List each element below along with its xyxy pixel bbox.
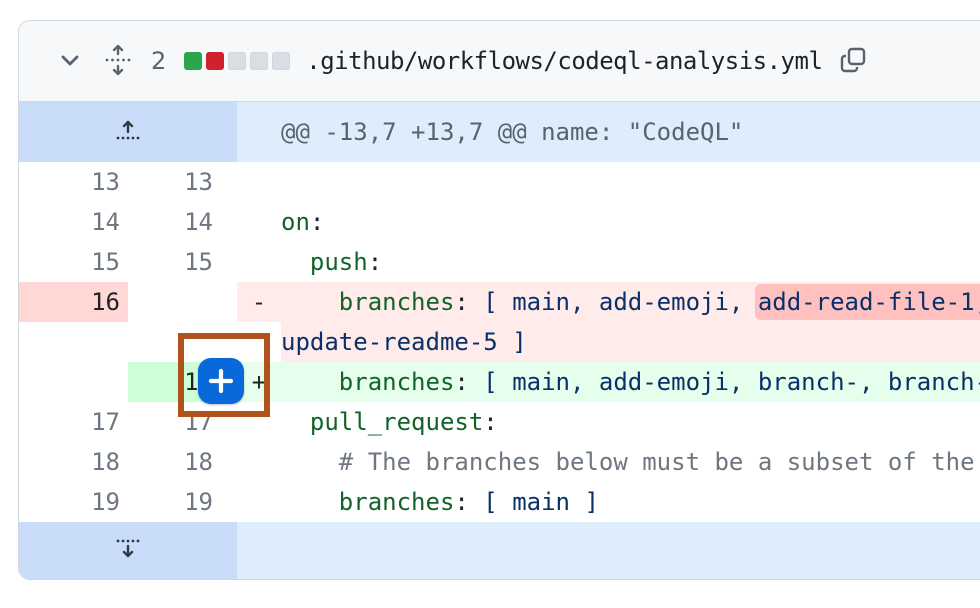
diffstat-square-neutral — [250, 52, 269, 70]
hunk-header-text: @@ -13,7 +13,7 @@ name: "CodeQL" — [237, 102, 980, 162]
unfold-icon — [104, 44, 132, 79]
code-line: # The branches below must be a subset of… — [281, 442, 980, 482]
new-line-number[interactable]: 19 — [184, 488, 213, 516]
old-line-number[interactable]: 15 — [91, 248, 120, 276]
code-cell: push: — [281, 242, 980, 282]
diffstat-square-neutral — [228, 52, 247, 70]
code-cell: pull_request: — [281, 402, 980, 442]
copy-path-button[interactable] — [836, 44, 870, 78]
code-segment: [ main, add-emoji, branch-, branch- — [468, 368, 980, 396]
code-segment: update-readme-5 ] — [281, 328, 527, 356]
diff-marker — [237, 202, 281, 242]
copy-icon — [838, 45, 868, 78]
old-line-number[interactable]: 19 — [91, 488, 120, 516]
code-segment: branches — [338, 288, 455, 316]
file-path: .github/workflows/codeql-analysis.yml — [306, 47, 823, 75]
code-line: update-readme-5 ] — [281, 322, 980, 362]
code-cell: # The branches below must be a subset of… — [281, 442, 980, 482]
code-cell: branches: [ main, add-emoji, branch-, br… — [281, 362, 980, 402]
diffstat-square-neutral — [272, 52, 291, 70]
expand-up-button[interactable] — [19, 102, 237, 162]
diff-marker — [237, 242, 281, 282]
diff-file-header: 2 .github/workflows/codeql-analysis.yml — [19, 21, 980, 102]
diff-row: 17 17 pull_request: — [19, 402, 980, 442]
diffstat-squares — [184, 52, 291, 70]
diff-row: 14 14 on: — [19, 202, 980, 242]
code-segment — [281, 408, 310, 436]
deleted-word-highlight: add-read-file-1, — [754, 284, 980, 320]
expand-all-hunks-button[interactable] — [103, 44, 133, 79]
code-line: pull_request: — [281, 402, 980, 442]
add-comment-button[interactable] — [198, 358, 244, 404]
code-segment: # The branches below must be a subset of… — [338, 448, 975, 476]
code-segment — [281, 368, 339, 396]
code-line: push: — [281, 242, 980, 282]
code-line: on: — [281, 202, 980, 242]
code-segment: : — [454, 288, 469, 316]
code-segment — [281, 248, 310, 276]
diff-marker — [237, 442, 281, 482]
code-segment — [281, 288, 339, 316]
code-segment: push — [309, 248, 368, 276]
code-segment: [ main ] — [468, 488, 599, 516]
code-segment: on — [281, 208, 310, 236]
diff-row: 16 - branches: [ main, add-emoji, add-rea… — [19, 282, 980, 362]
diff-row: 15 15 push: — [19, 242, 980, 282]
changes-count: 2 — [151, 47, 167, 75]
diff-row: 19 19 branches: [ main ] — [19, 482, 980, 522]
code-cell: branches: [ main ] — [281, 482, 980, 522]
old-line-number[interactable]: 13 — [91, 168, 120, 196]
code-segment: : — [454, 368, 469, 396]
code-cell: on: — [281, 202, 980, 242]
code-segment — [281, 488, 339, 516]
diff-rows: 13 13 14 14 on: 15 15 push: 16 - branches: [ m… — [19, 162, 980, 522]
new-line-number[interactable]: 18 — [184, 448, 213, 476]
new-line-number[interactable]: 15 — [184, 248, 213, 276]
diff-row: 16+ branches: [ main, add-emoji, branch-… — [19, 362, 980, 402]
new-line-number[interactable]: 17 — [184, 408, 213, 436]
diff-marker: + — [237, 362, 281, 402]
expand-down-button[interactable] — [19, 522, 237, 579]
diff-row: 13 13 — [19, 162, 980, 202]
expand-up-icon — [115, 119, 141, 146]
code-cell: branches: [ main, add-emoji, add-read-fi… — [281, 282, 980, 362]
diff-row: 18 18 # The branches below must be a subs… — [19, 442, 980, 482]
old-line-number[interactable]: 14 — [91, 208, 120, 236]
diffstat-square-addition — [184, 52, 203, 70]
code-segment: : — [309, 208, 325, 236]
diff-file-container: 2 .github/workflows/codeql-analysis.yml — [18, 20, 980, 580]
code-segment: branches — [338, 368, 455, 396]
diff-marker — [237, 482, 281, 522]
chevron-down-icon — [58, 48, 82, 75]
hunk-header-row: @@ -13,7 +13,7 @@ name: "CodeQL" — [19, 102, 980, 162]
new-line-number[interactable]: 14 — [184, 208, 213, 236]
code-segment: branches — [338, 488, 455, 516]
code-segment — [281, 448, 339, 476]
collapse-file-button[interactable] — [57, 48, 83, 74]
code-segment: pull_request — [309, 408, 484, 436]
old-line-number[interactable]: 17 — [91, 408, 120, 436]
old-line-number[interactable]: 18 — [91, 448, 120, 476]
old-line-number[interactable]: 16 — [19, 282, 128, 322]
expander-row-fill — [237, 522, 980, 579]
code-line: branches: [ main ] — [281, 482, 980, 522]
new-line-number[interactable]: 13 — [184, 168, 213, 196]
diff-marker — [237, 402, 281, 442]
code-segment: : — [454, 488, 469, 516]
expand-down-icon — [115, 537, 141, 564]
code-segment: : — [367, 248, 383, 276]
code-segment: [ main, add-emoji, — [468, 288, 758, 316]
code-segment: : — [483, 408, 498, 436]
diffstat-square-deletion — [206, 52, 225, 70]
code-line: branches: [ main, add-emoji, branch-, br… — [281, 362, 980, 402]
diff-marker: - — [237, 282, 281, 322]
expander-row — [19, 522, 980, 579]
diff-marker — [237, 162, 281, 202]
code-line: branches: [ main, add-emoji, add-read-fi… — [281, 282, 980, 322]
